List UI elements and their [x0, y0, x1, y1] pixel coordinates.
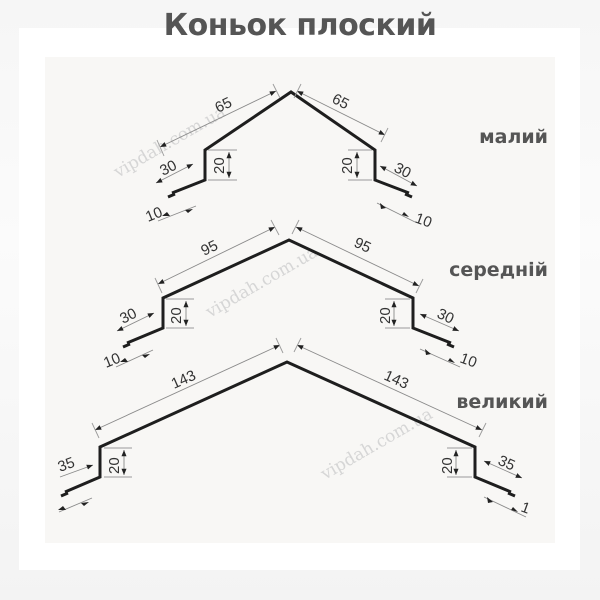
watermark: vipdah.com.ua [317, 404, 437, 485]
page-title: Коньок плоский [163, 8, 437, 43]
dim-height-right: 20 [439, 457, 456, 474]
profile-small: 65 65 30 30 20 20 10 10 малий [143, 83, 548, 232]
dim-height-left: 20 [106, 457, 123, 474]
profile-medium: 95 95 30 30 20 20 10 10 середній [101, 219, 548, 372]
dim-height-left: 20 [168, 307, 185, 324]
dim-slope-right: 65 [329, 90, 352, 113]
size-label-medium: середній [449, 259, 548, 281]
dim-step-left: 30 [157, 157, 180, 180]
dim-step-right: 35 [495, 452, 517, 474]
dim-step-left: 30 [117, 305, 140, 328]
dim-step-right: 30 [391, 159, 414, 182]
dim-slope-left: 95 [198, 237, 220, 260]
dim-hem-left: 10 [101, 350, 123, 372]
dim-hem-right: 1 [519, 499, 533, 518]
profile-large: 143 143 35 35 20 20 1 великий [56, 337, 548, 518]
diagram-panel [45, 57, 555, 543]
size-label-small: малий [479, 126, 548, 148]
dim-height-left: 20 [211, 157, 228, 174]
dim-hem-left: 10 [143, 204, 165, 226]
dim-slope-left: 143 [169, 367, 199, 393]
size-label-large: великий [456, 391, 548, 413]
dim-step-left: 35 [56, 454, 77, 476]
dim-slope-left: 65 [212, 94, 234, 117]
dim-hem-right: 10 [413, 210, 434, 232]
dim-height-right: 20 [377, 307, 394, 324]
dim-height-right: 20 [339, 157, 356, 174]
dim-slope-right: 95 [351, 234, 373, 256]
dim-step-right: 30 [434, 305, 456, 327]
dim-hem-right: 10 [458, 350, 479, 372]
dim-slope-right: 143 [381, 367, 411, 393]
